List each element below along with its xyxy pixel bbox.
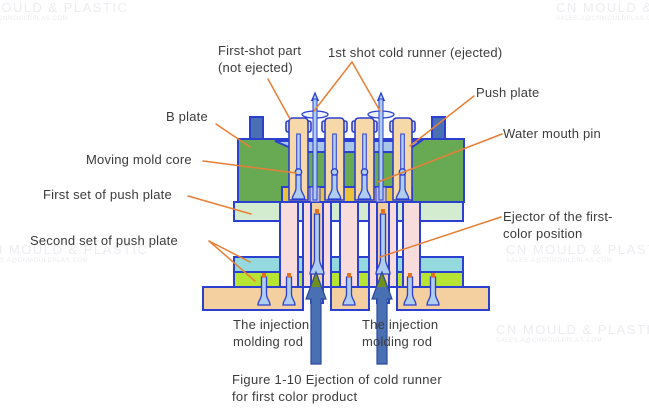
label-first-push-plate: First set of push plate [43,187,172,202]
label-first-shot-part: First-shot part (not ejected) [218,43,302,75]
label-b-plate: B plate [166,109,208,124]
label-injection-rod-left: The injection molding rod [233,317,310,349]
label-ejector-first-color: Ejector of the first- color position [503,209,613,241]
injection-rod-arrows [305,270,393,365]
label-moving-mold-core: Moving mold core [86,152,192,167]
label-push-plate: Push plate [476,85,540,100]
label-injection-rod-right: The injection molding rod [362,317,439,349]
label-second-push-plate: Second set of push plate [30,233,178,248]
figure-caption: Figure 1-10 Ejection of cold runner for … [232,372,442,404]
leader-lines [187,61,503,282]
label-cold-runner: 1st shot cold runner (ejected) [328,45,503,60]
label-water-mouth-pin: Water mouth pin [503,126,601,141]
